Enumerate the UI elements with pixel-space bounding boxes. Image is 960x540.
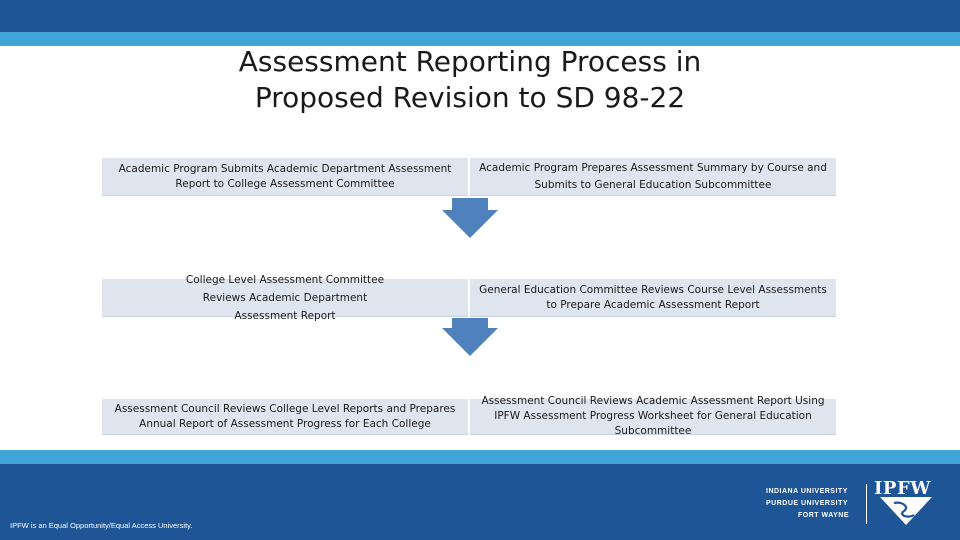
academic-program-label: Academic Program (176, 129, 318, 147)
ipfw-logo-mark-icon (880, 497, 932, 525)
down-arrow-icon (442, 318, 498, 356)
ipfw-logo-text: IPFW (874, 478, 931, 499)
university-wordmark: INDIANA UNIVERSITY PURDUE UNIVERSITY FOR… (766, 486, 856, 522)
general-education-label: General Education (617, 129, 756, 147)
college-committee-step: College Level Assessment Committee Revie… (102, 274, 468, 322)
university-line-3: FORT WAYNE (798, 512, 850, 519)
top-stripe (0, 32, 960, 46)
assessment-council-step-left: Assessment Council Reviews College Level… (102, 399, 468, 435)
title-line-1: Assessment Reporting Process in (238, 45, 702, 78)
down-arrow-icon (442, 198, 498, 238)
assessment-council-step-right: Assessment Council Reviews Academic Asse… (470, 395, 836, 437)
bottom-stripe (0, 450, 960, 464)
slide-title: Assessment Reporting Process in Proposed… (200, 44, 740, 116)
academic-program-step: Academic Program Submits Academic Depart… (102, 158, 468, 196)
logo-divider (866, 484, 867, 524)
gen-ed-subcommittee-label: General Education Subcommittee (554, 249, 807, 267)
college-committee-label: College Level Assessment Committee (113, 249, 397, 267)
bottom-band (0, 464, 960, 540)
gen-ed-subcommittee-step: General Education Committee Reviews Cour… (470, 279, 836, 317)
university-line-1: INDIANA UNIVERSITY (766, 488, 848, 495)
top-band (0, 0, 960, 32)
title-line-2: Proposed Revision to SD 98-22 (254, 81, 686, 114)
university-line-2: PURDUE UNIVERSITY (766, 500, 849, 507)
general-education-step: Academic Program Prepares Assessment Sum… (470, 158, 836, 196)
equal-opportunity-text: IPFW is an Equal Opportunity/Equal Acces… (10, 521, 193, 530)
assessment-council-label: Assessment Council (398, 369, 548, 387)
